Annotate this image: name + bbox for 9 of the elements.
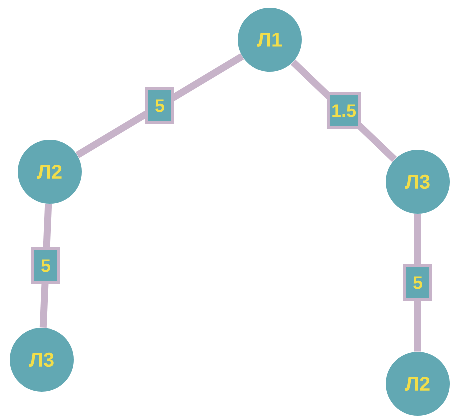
edge-label: 5 bbox=[404, 264, 432, 302]
circle-node: Л1 bbox=[238, 8, 302, 72]
edge-label: 5 bbox=[32, 248, 60, 284]
circle-node: Л2 bbox=[386, 352, 450, 416]
circle-node: Л3 bbox=[386, 150, 450, 214]
circle-node: Л3 bbox=[10, 328, 74, 392]
circle-node: Л2 bbox=[18, 140, 82, 204]
edge-label: 5 bbox=[146, 88, 174, 124]
edge-label: 1.5 bbox=[327, 92, 362, 130]
